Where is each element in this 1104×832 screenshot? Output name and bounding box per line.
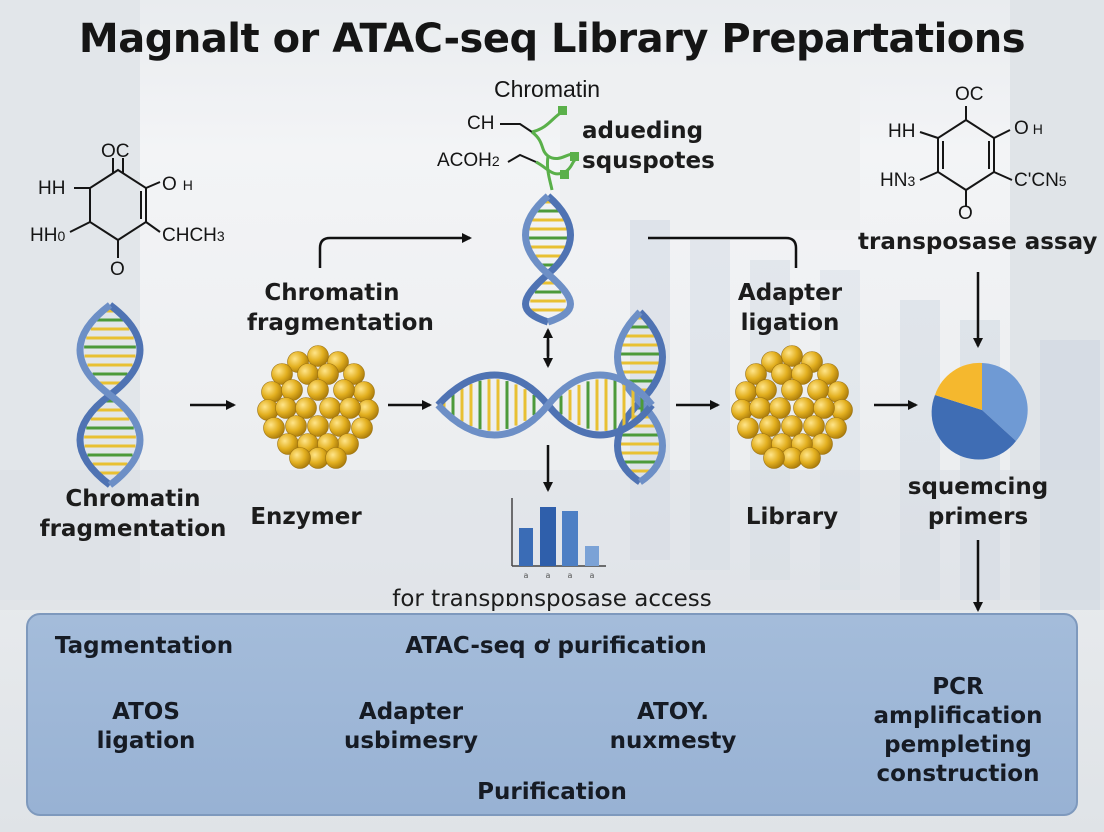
bead — [261, 381, 283, 403]
dna-helix-center-top — [522, 193, 574, 326]
bead — [759, 415, 781, 437]
bead — [295, 397, 317, 419]
bead — [737, 417, 759, 439]
mini-bar-3 — [562, 511, 578, 566]
bead — [353, 381, 375, 403]
mini-bar-1 — [519, 528, 533, 566]
bead — [317, 363, 339, 385]
mini-bar-4 — [585, 546, 599, 566]
bead — [289, 447, 311, 469]
bead — [271, 363, 293, 385]
panel-purification: Purification — [477, 779, 627, 805]
chem-label-o-right: O — [958, 203, 973, 224]
bead — [781, 415, 803, 437]
chem-label-acoh2: ACOH2 — [437, 150, 500, 171]
connector-line-top-right — [648, 236, 798, 268]
bead-cluster-library — [731, 345, 853, 469]
dna-helix-left — [76, 302, 144, 488]
bead — [791, 363, 813, 385]
bead — [799, 447, 821, 469]
bead — [781, 345, 803, 367]
bead — [793, 397, 815, 419]
bead — [319, 397, 341, 419]
pie-slice-light — [982, 363, 1028, 441]
workflow-panel — [26, 613, 1078, 816]
bead — [275, 397, 297, 419]
bead — [339, 397, 361, 419]
bead — [329, 415, 351, 437]
bead — [325, 447, 347, 469]
mini-bar-chart: a a a a — [511, 498, 606, 580]
panel-atoy-nuxmesty: ATOY.nuxmesty — [609, 699, 737, 754]
chem-label-ch: CH — [467, 113, 495, 134]
transposase-assay-label: transposase assay — [858, 229, 1098, 255]
bead — [735, 381, 757, 403]
dna-helix-horizontal — [435, 371, 655, 439]
bead — [745, 363, 767, 385]
bead — [817, 363, 839, 385]
chem-label-o: O — [110, 259, 125, 280]
bead — [769, 397, 791, 419]
pie-chart-icon — [931, 362, 1028, 460]
connector-arrow-top-left — [318, 233, 472, 268]
chem-label-hho: HH0 — [30, 225, 66, 246]
label-library: Library — [745, 504, 839, 530]
bead — [813, 397, 835, 419]
bead — [749, 397, 771, 419]
label-enzymer: Enzymer — [250, 504, 362, 530]
bead — [763, 447, 785, 469]
panel-atac-purification: ATAC-seq ơ purification — [405, 633, 707, 659]
bead — [803, 415, 825, 437]
bead-cluster-enzymer — [257, 345, 379, 469]
mini-bar-2 — [540, 507, 556, 566]
bead — [827, 381, 849, 403]
page-title: Magnalt or ATAC-seq Library Prepartation… — [78, 16, 1026, 62]
bead — [307, 345, 329, 367]
chem-label-hn3: HN3 — [880, 170, 916, 191]
chem-label-oc-right: OC — [955, 84, 984, 105]
mini-tick-4: a — [590, 571, 595, 580]
chem-label-hh-right: HH — [888, 121, 916, 142]
bead — [351, 417, 373, 439]
pie-slice-yellow — [935, 362, 982, 410]
bead — [307, 379, 329, 401]
bead — [343, 363, 365, 385]
chem-label-chch3: CHCH3 — [162, 225, 225, 246]
mini-tick-1: a — [524, 571, 529, 580]
bead — [825, 417, 847, 439]
mini-tick-2: a — [546, 571, 551, 580]
chem-label-ccn5: C'CN5 — [1014, 170, 1067, 191]
label-transposase-access: for transpɒnsposase access — [392, 586, 712, 612]
chromatin-heading: Chromatin — [494, 76, 601, 102]
chem-label-oc: OC — [101, 141, 130, 162]
mini-tick-3: a — [568, 571, 573, 580]
bead — [781, 379, 803, 401]
bead — [285, 415, 307, 437]
bead — [307, 415, 329, 437]
bead — [263, 417, 285, 439]
panel-tagmentation: Tagmentation — [54, 633, 234, 659]
chem-label-hh: HH — [38, 178, 66, 199]
pie-slice-blue — [931, 395, 1016, 460]
